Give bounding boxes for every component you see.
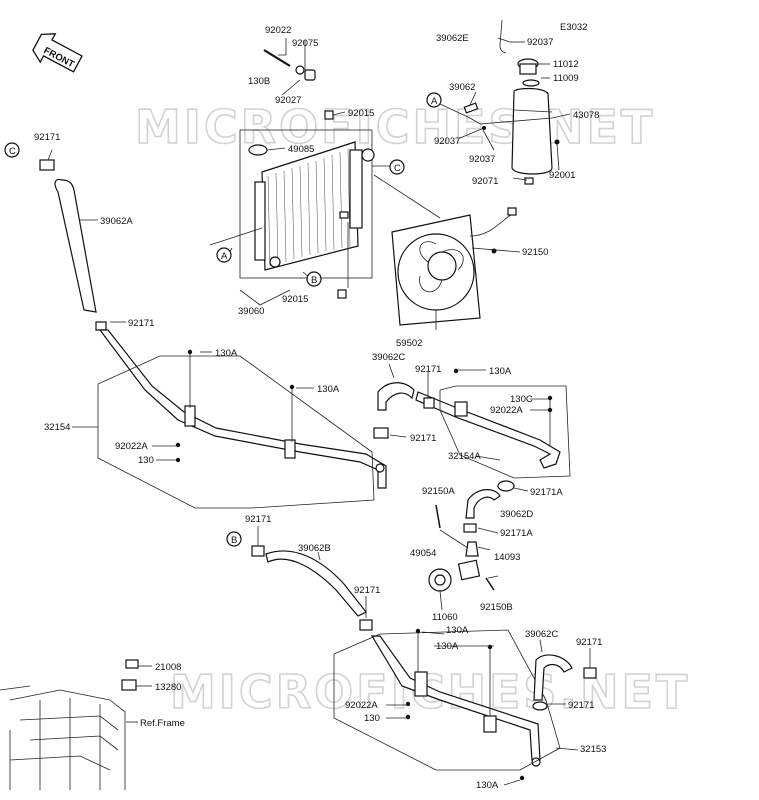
part-label: 32154 <box>44 422 70 433</box>
part-label: 92037 <box>434 136 460 147</box>
part-label: 92027 <box>275 95 301 106</box>
part-label: 11012 <box>553 59 579 70</box>
part-label: 92022A <box>490 405 523 416</box>
part-label: 92171 <box>568 700 594 711</box>
part-label: 130A <box>436 641 459 652</box>
ref-frame-label: Ref.Frame <box>140 718 185 729</box>
part-label: 92171 <box>128 318 154 329</box>
part-label: 130A <box>446 625 469 636</box>
reservoir-tank <box>463 19 553 185</box>
part-label: 92171A <box>500 528 533 539</box>
part-label: 92022 <box>265 25 291 36</box>
part-label: 32153 <box>580 744 606 755</box>
part-label: 92075 <box>292 38 318 49</box>
ref-a-tank: A <box>426 92 442 108</box>
ref-a-radiator: A <box>216 247 232 263</box>
part-label: 130C <box>510 394 533 405</box>
part-label: 13280 <box>155 682 181 693</box>
pipe-32154 <box>98 329 387 489</box>
part-label: 49054 <box>410 548 436 559</box>
ref-b-radiator: B <box>306 271 322 287</box>
part-label: 130B <box>248 76 270 87</box>
ref-b-bottom: B <box>226 531 242 547</box>
frame-reference <box>0 659 139 790</box>
front-arrow-icon: FRONT <box>32 33 83 73</box>
diagram-code: E3032 <box>560 22 587 33</box>
part-label: 11060 <box>432 612 458 623</box>
part-label: 92015 <box>348 108 374 119</box>
part-label: 39060 <box>238 306 264 317</box>
part-label: 92171 <box>354 585 380 596</box>
svg-text:A: A <box>221 251 228 262</box>
part-label: 92150A <box>422 486 455 497</box>
svg-text:B: B <box>231 535 237 546</box>
part-label: 32154A <box>448 451 481 462</box>
part-label: 130 <box>138 455 154 466</box>
part-label: 130 <box>364 713 380 724</box>
svg-text:C: C <box>9 146 16 157</box>
watermark-top: MICROFICHES.NET <box>135 100 655 154</box>
part-label: 92150B <box>480 602 513 613</box>
part-label: 92171A <box>530 487 563 498</box>
part-label: 130A <box>476 780 499 791</box>
part-label: 92022A <box>345 700 378 711</box>
part-label: 92171 <box>34 132 60 143</box>
pipe-32153 <box>370 635 541 767</box>
part-label: 39062D <box>500 509 533 520</box>
part-label: 92037 <box>527 37 553 48</box>
fan-assembly <box>391 207 517 326</box>
radiator-cap <box>248 144 268 156</box>
part-label: 59502 <box>396 338 422 349</box>
part-label: 39062C <box>525 629 558 640</box>
pipe-32154A <box>415 391 561 492</box>
ref-c-top-left: C <box>4 142 20 158</box>
part-label: 39062A <box>100 216 133 227</box>
part-label: 43078 <box>573 110 599 121</box>
thermostat-housing <box>428 489 501 592</box>
part-label: 92071 <box>472 176 498 187</box>
part-label: 130A <box>489 366 512 377</box>
part-label: 39062C <box>372 352 405 363</box>
part-label: 49085 <box>288 144 314 155</box>
part-label: 92171 <box>415 364 441 375</box>
part-label: 92022A <box>115 441 148 452</box>
hose-39062C-top <box>377 382 415 411</box>
part-label: 92037 <box>469 154 495 165</box>
part-label: 92150 <box>522 247 548 258</box>
part-label: 14093 <box>494 552 520 563</box>
svg-text:A: A <box>431 96 438 107</box>
part-label: 21008 <box>155 662 181 673</box>
ref-c-radiator: C <box>389 159 405 175</box>
part-label: 11009 <box>553 73 579 84</box>
svg-text:C: C <box>394 163 401 174</box>
hose-39062C-bottom <box>533 654 573 701</box>
part-label: 92171 <box>576 637 602 648</box>
bolt-92022 <box>263 49 316 81</box>
part-label: 92171 <box>410 433 436 444</box>
part-label: 92001 <box>549 170 575 181</box>
part-label: 39062B <box>298 543 331 554</box>
radiator-group <box>239 49 375 299</box>
part-label: 92015 <box>282 294 308 305</box>
hose-39062A <box>39 159 107 331</box>
part-label: 39062E <box>436 33 469 44</box>
part-label: 39062 <box>449 82 475 93</box>
svg-text:B: B <box>311 275 317 286</box>
part-label: 92171 <box>245 514 271 525</box>
part-label: 130A <box>317 384 340 395</box>
part-label: 130A <box>215 348 238 359</box>
